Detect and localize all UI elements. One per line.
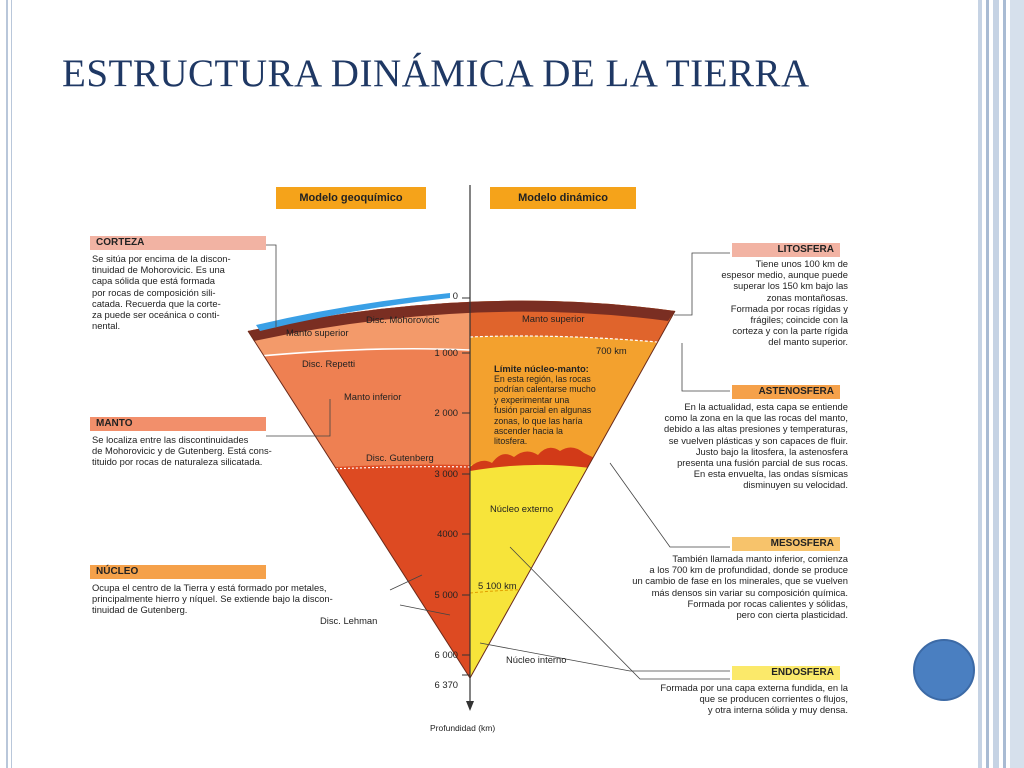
label-nucleo-interno: Núcleo interno [506,654,567,665]
tag-manto: MANTO [90,417,266,431]
depth-tick-5000: 5 000 [434,589,458,600]
label-5100km: 5 100 km [478,580,517,591]
tag-mesosfera: MESOSFERA [732,537,840,551]
tag-astenosfera: ASTENOSFERA [732,385,840,399]
label-disc-lehman: Disc. Lehman [320,615,378,626]
depth-tick-4000: 4000 [437,528,458,539]
label-limite-nucleo-manto: Límite núcleo-manto: [494,363,589,374]
depth-axis-arrow [466,701,474,711]
endosfera-desc: Formada por una capa externa fundida, en… [660,682,848,716]
depth-tick-0: 0 [452,290,458,301]
tag-corteza: CORTEZA [90,236,266,250]
litosfera-desc: Tiene unos 100 km de espesor medio, aunq… [721,258,848,348]
earth-structure-figure: Modelo geoquímico Modelo dinámico [70,175,870,755]
tag-litosfera: LITOSFERA [732,243,840,257]
label-disc-mohorovicic: Disc. Mohorovicic [366,314,440,325]
astenosfera-desc: En la actualidad, esta capa se entiende … [664,401,848,491]
nucleo-left-fill [248,464,470,679]
depth-tick-2000: 2 000 [434,407,458,418]
depth-tick-6000: 6 000 [434,649,458,660]
label-disc-gutenberg: Disc. Gutenberg [366,452,434,463]
mesosfera-desc: También llamada manto inferior, comienza… [632,553,848,621]
tag-nucleo: NÚCLEO [90,565,266,579]
depth-tick-3000: 3 000 [434,468,458,479]
depth-tick-1000: 1 000 [434,347,458,358]
label-manto-inferior: Manto inferior [344,391,402,402]
slide-title: ESTRUCTURA DINÁMICA DE LA TIERRA [62,52,810,95]
label-nucleo-externo: Núcleo externo [490,503,554,514]
crust-band [248,300,675,341]
slide-right-border [978,0,1024,768]
tag-endosfera: ENDOSFERA [732,666,840,680]
label-manto-superior-right: Manto superior [522,313,585,324]
corteza-desc: Se sitúa por encima de la discon- tinuid… [92,253,231,332]
limite-nucleo-manto-desc: En esta región, las rocas podrían calent… [494,374,596,447]
header-geoquimico: Modelo geoquímico [276,187,426,209]
label-700km: 700 km [596,345,627,356]
label-manto-superior-left: Manto superior [286,327,349,338]
manto-desc: Se localiza entre las discontinuidades d… [92,434,272,468]
depth-axis-label: Profundidad (km) [430,723,496,733]
nucleo-desc: Ocupa el centro de la Tierra y está form… [92,582,333,616]
header-dinamico: Modelo dinámico [490,187,636,209]
depth-tick-6370: 6 370 [434,679,458,690]
decorative-circle [913,639,975,701]
slide-left-border [0,0,12,768]
earth-cross-section [247,185,730,711]
label-disc-repetti: Disc. Repetti [302,358,356,369]
ocean-crust [256,293,450,331]
